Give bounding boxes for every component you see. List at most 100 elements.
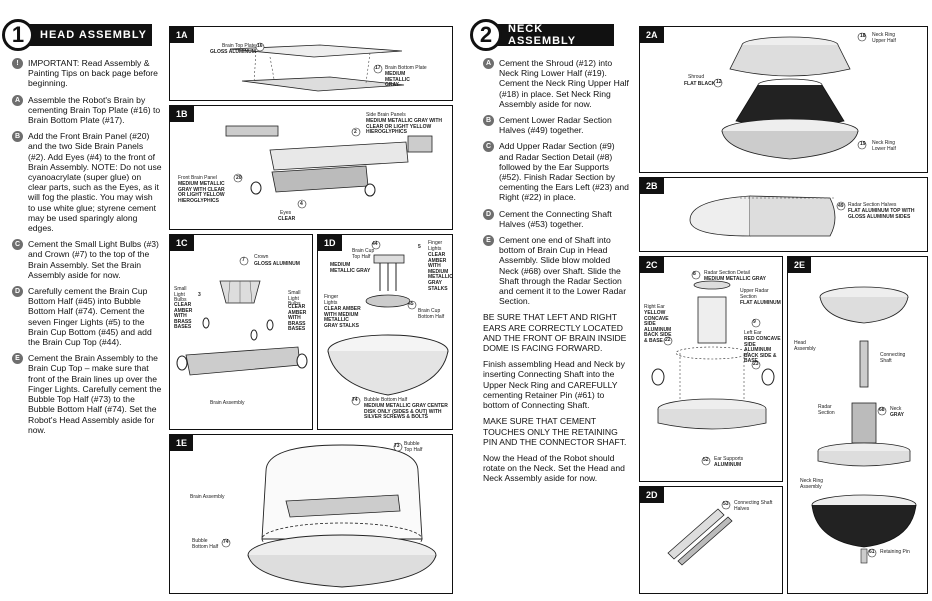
step-text: Cement the Shroud (#12) into Neck Ring L… — [499, 58, 629, 109]
panel-2e: 2E Head Assembly Connecting Shaft Radar … — [787, 256, 928, 594]
radar-halves-illustration — [689, 195, 846, 237]
head-assembly-steps: ! IMPORTANT: Read Assembly & Painting Tip… — [12, 58, 162, 441]
part-label: Front Brain Panel — [178, 175, 217, 181]
part-number: 52 — [703, 457, 709, 463]
panel-tab: 1B — [170, 106, 194, 122]
part-label: Brain Bottom Plate — [385, 65, 427, 71]
part-color: RED CONCAVE SIDE ALUMINUM BACK SIDE & BA… — [744, 336, 781, 365]
step-text: Carefully cement the Brain Cup Bottom Ha… — [28, 286, 152, 348]
part-number: 49 — [838, 203, 844, 209]
step-badge: A — [12, 94, 23, 106]
part-number: 3 — [198, 292, 201, 298]
part-number: 73 — [394, 443, 400, 449]
panel-1b: 1B Side Brain Panels MEDIUM METALLIC GRA… — [169, 105, 453, 230]
part-number: 68 — [879, 407, 885, 413]
panel-2c: 2C Radar Section Detail 8 MEDIUM METALLI… — [639, 256, 783, 482]
part-label: Brain Cup Bottom Half — [418, 308, 445, 320]
part-color: ALUMINUM — [714, 462, 742, 468]
part-color: GLOSS ALUMINUM — [254, 261, 300, 267]
part-label: Bubble Bottom Half — [192, 538, 219, 550]
panel-2b: 2B Radar Section Halves 49 FLAT ALUMINUM… — [639, 177, 928, 252]
section-number: 2 — [470, 19, 502, 51]
part-color: CLEAR AMBER WITH BRASS BASES — [174, 302, 193, 331]
panel-1e: 1E Bubble Top Half 73 Brain Assembly Bub… — [169, 434, 453, 594]
step-badge: D — [483, 208, 494, 220]
part-color: MEDIUM METALLIC GRAY — [330, 262, 371, 274]
panel-tab: 1C — [170, 235, 194, 251]
part-color: MEDIUM METALLIC GRAY — [385, 71, 410, 89]
step-text: IMPORTANT: Read Assembly & Painting Tips… — [28, 58, 158, 89]
part-label: Bubble Bottom Half — [364, 397, 408, 403]
part-label: Neck Ring Assembly — [800, 478, 824, 490]
part-number: 16 — [257, 43, 263, 49]
section-title: HEAD ASSEMBLY — [24, 24, 152, 46]
step-badge: D — [12, 286, 23, 298]
part-color: FLAT ALUMINUM — [740, 300, 781, 306]
part-number: 61 — [869, 549, 875, 555]
part-number: 4 — [300, 201, 303, 207]
panel-1a: 1A Brain Top Plate 16 GLOSS ALUMINUM Bra… — [169, 26, 453, 101]
part-number: 19 — [860, 141, 866, 147]
step-text: Add Upper Radar Section (#9) and Radar S… — [499, 141, 629, 203]
part-label: Small Light Bulbs — [174, 286, 187, 304]
panel-tab: 2A — [640, 27, 664, 43]
part-label: Small Light Bulbs — [288, 290, 301, 308]
part-label: Finger Lights — [324, 294, 339, 306]
step-text: Add the Front Brain Panel (#20) and the … — [28, 131, 162, 234]
brain-panels-illustration — [225, 125, 433, 209]
step-b: B Add the Front Brain Panel (#20) and the… — [12, 131, 162, 233]
part-color: MEDIUM METALLIC GRAY WITH CLEAR OR LIGHT… — [178, 181, 225, 204]
part-label: Eyes — [280, 210, 292, 216]
cement-warning: MAKE SURE THAT CEMENT TOUCHES ONLY THE R… — [483, 416, 627, 447]
part-number: 9 — [753, 319, 756, 325]
radar-section-illustration — [651, 270, 775, 466]
part-color: MEDIUM METALLIC GRAY CENTER DISK ONLY (S… — [364, 403, 448, 421]
part-label: Bubble Top Half — [404, 441, 423, 453]
section-number: 1 — [2, 19, 34, 51]
step-d: D Carefully cement the Brain Cup Bottom H… — [12, 286, 162, 347]
part-number: 74 — [352, 397, 358, 403]
part-label: Brain Cup Top Half — [352, 248, 375, 260]
panel-tab: 2C — [640, 257, 664, 273]
step-important: ! IMPORTANT: Read Assembly & Painting Tip… — [12, 58, 162, 89]
step-text: Cement Lower Radar Section Halves (#49) … — [499, 115, 612, 136]
panel-1c: 1C Crown 7 GLOSS ALUMINUM Small Light Bu… — [169, 234, 313, 430]
part-number: 17 — [375, 65, 381, 71]
part-label: Neck Ring Lower Half — [872, 140, 896, 152]
step-a: A Cement the Shroud (#12) into Neck Ring … — [483, 58, 630, 109]
brain-plates-illustration — [229, 42, 405, 92]
step-badge: B — [483, 115, 494, 127]
part-color: CLEAR AMBER WITH MEDIUM METALLIC GRAY ST… — [324, 306, 361, 329]
part-number: 53 — [723, 501, 729, 507]
neck-assembly-steps: A Cement the Shroud (#12) into Neck Ring … — [483, 58, 630, 490]
part-color: CLEAR — [278, 216, 296, 222]
panel-tab: 1E — [170, 435, 194, 451]
part-number: 2 — [354, 129, 357, 135]
section-title: NECK ASSEMBLY — [492, 23, 614, 47]
section-2-header: 2 NECK ASSEMBLY — [470, 19, 614, 51]
part-label: Radar Section Halves — [848, 202, 897, 208]
part-number: 44 — [372, 241, 378, 247]
step-badge: E — [483, 235, 494, 247]
part-label: Neck — [890, 406, 902, 412]
closing-instructions: Now the Head of the Robot should rotate … — [483, 452, 625, 484]
part-number: 74 — [223, 539, 229, 545]
part-number: 45 — [408, 301, 414, 307]
step-badge: A — [483, 58, 494, 69]
part-label: Head Assembly — [794, 340, 816, 352]
part-label: Brain Assembly — [210, 400, 245, 406]
part-label: Retaining Pin — [880, 549, 910, 555]
crown-and-bulbs-illustration — [176, 256, 308, 376]
ears-warning: BE SURE THAT LEFT AND RIGHT EARS ARE COR… — [483, 312, 627, 354]
step-badge: B — [12, 131, 23, 143]
part-label: Shroud — [688, 74, 705, 80]
part-label: Brain Top Plate — [222, 43, 256, 49]
part-label: Right Ear — [644, 304, 665, 310]
alert-icon: ! — [12, 58, 23, 69]
part-color: FLAT ALUMINUM TOP WITH GLOSS ALUMINUM SI… — [848, 208, 915, 220]
part-color: CLEAR AMBER WITH BRASS BASES — [288, 304, 307, 333]
panel-tab: 2B — [640, 178, 664, 194]
step-text: Cement the Brain Assembly to the Brain C… — [28, 353, 162, 435]
step-text: Cement the Connecting Shaft Halves (#53)… — [499, 208, 612, 229]
